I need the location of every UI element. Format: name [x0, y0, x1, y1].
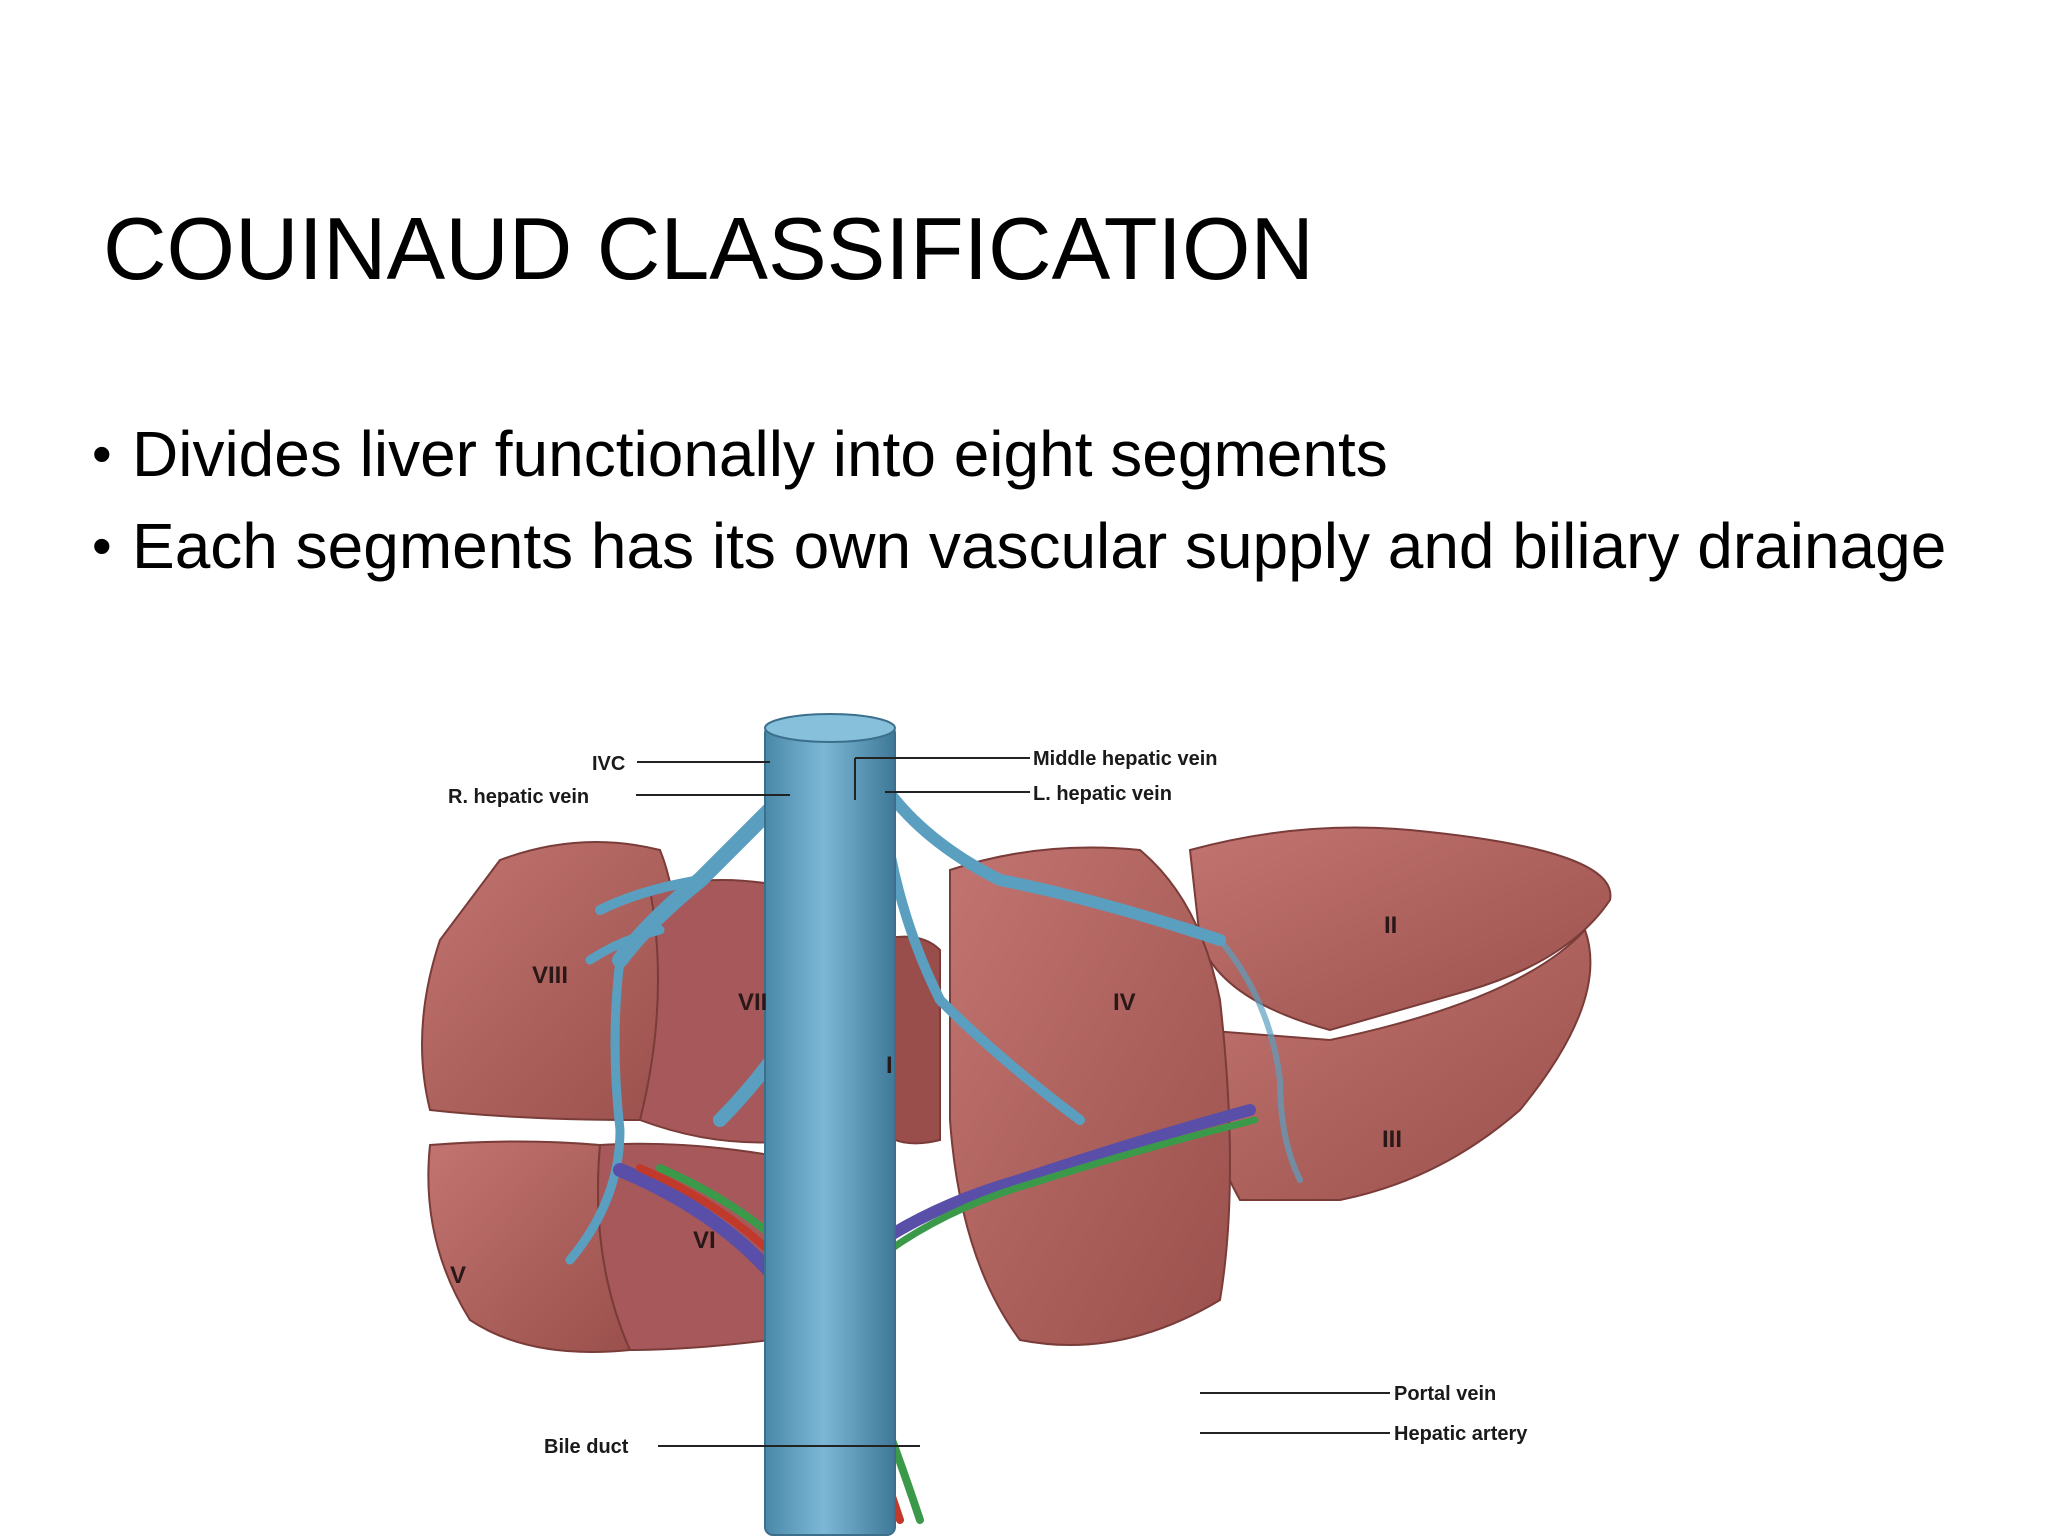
label-r-hepatic-vein: R. hepatic vein	[448, 786, 589, 808]
leader-lines	[636, 757, 1390, 1447]
inferior-vena-cava	[764, 713, 896, 1536]
slide-title: COUINAUD CLASSIFICATION	[103, 199, 1314, 298]
bullet-list: • Divides liver functionally into eight …	[92, 418, 1972, 602]
segment-label-viii: VIII	[532, 962, 568, 989]
segment-label-vi: VI	[693, 1227, 716, 1254]
segment-vi-shape	[597, 1142, 771, 1352]
bullet-item: • Each segments has its own vascular sup…	[92, 510, 1972, 582]
segment-label-vii: VII	[738, 989, 767, 1016]
segment-label-i: I	[886, 1052, 893, 1079]
label-middle-hepatic-vein: Middle hepatic vein	[1033, 748, 1217, 770]
segment-label-ii: II	[1384, 912, 1397, 939]
bullet-text: Divides liver functionally into eight se…	[132, 418, 1388, 490]
label-portal-vein: Portal vein	[1394, 1383, 1496, 1405]
segment-label-iv: IV	[1113, 989, 1136, 1016]
label-bile-duct: Bile duct	[544, 1436, 629, 1458]
segment-label-iii: III	[1382, 1126, 1402, 1153]
liver-diagram: VIII VII I IV II III V VI IVC R. hepatic…	[320, 700, 1720, 1536]
liver-diagram-svg: VIII VII I IV II III V VI IVC R. hepatic…	[421, 713, 1612, 1536]
label-ivc: IVC	[592, 753, 625, 775]
label-l-hepatic-vein: L. hepatic vein	[1033, 783, 1172, 805]
segment-iv-shape	[949, 846, 1231, 1346]
segment-ii-shape	[1188, 826, 1612, 1032]
bullet-item: • Divides liver functionally into eight …	[92, 418, 1972, 490]
segment-label-v: V	[450, 1262, 466, 1289]
label-hepatic-artery: Hepatic artery	[1394, 1423, 1528, 1445]
bullet-dot: •	[92, 514, 112, 577]
bullet-text: Each segments has its own vascular suppl…	[132, 510, 1947, 582]
bullet-dot: •	[92, 422, 112, 485]
